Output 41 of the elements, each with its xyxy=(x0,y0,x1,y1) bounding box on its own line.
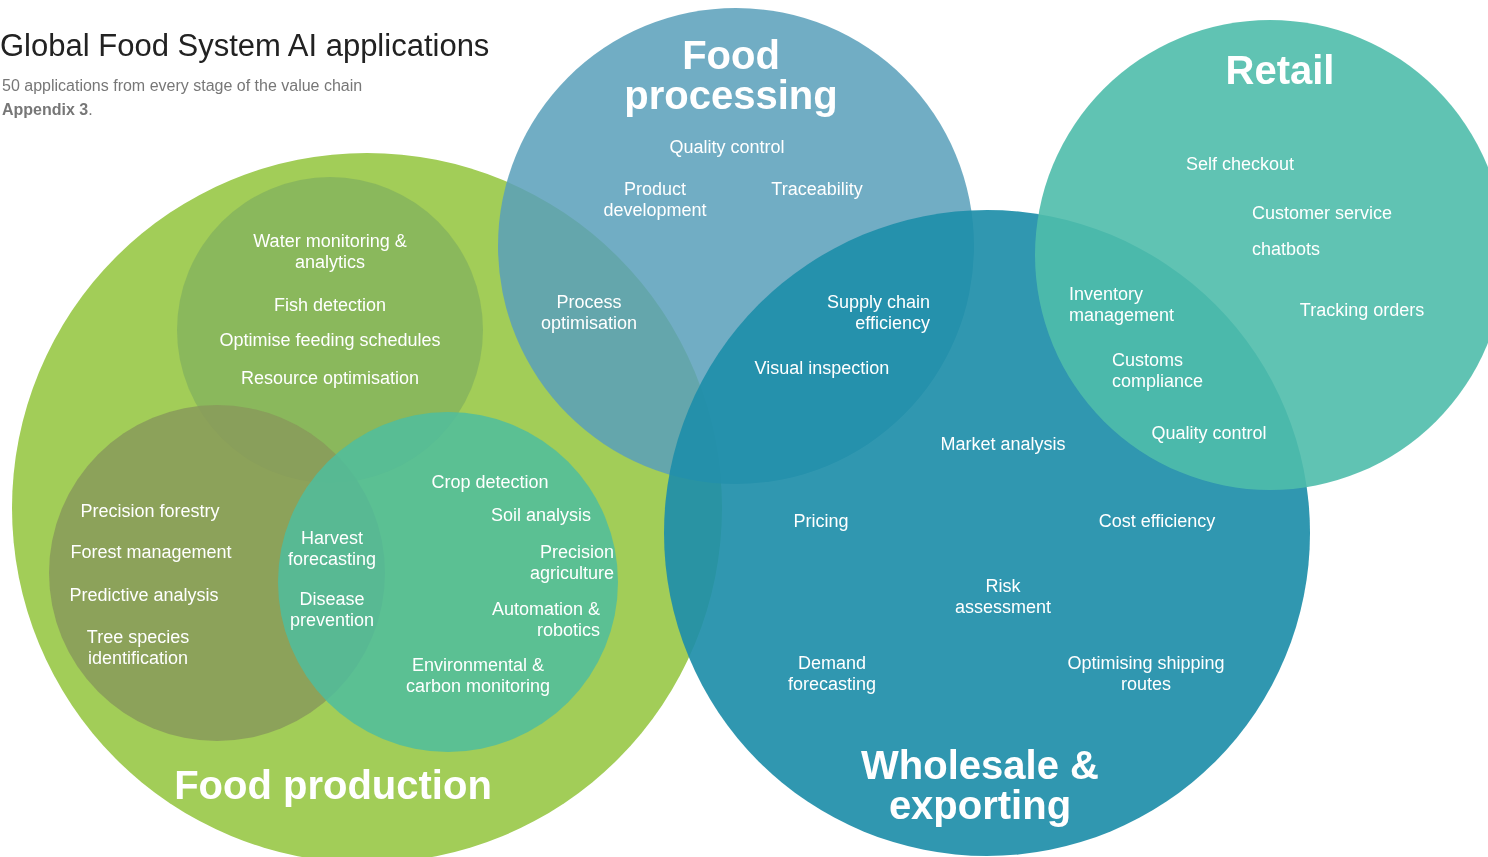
application-label: Tracking orders xyxy=(1298,299,1426,321)
application-label: Tree species identification xyxy=(85,627,191,669)
application-label: Customer service xyxy=(1252,202,1394,224)
diagram-title: Global Food System AI applications xyxy=(0,28,490,64)
application-label: Forest management xyxy=(69,541,233,563)
application-label: Quality control xyxy=(668,136,786,158)
caption-text: 50 applications from every stage of the value chain xyxy=(2,77,363,95)
circle-heading: Retail xyxy=(1224,50,1336,90)
application-label: Cost efficiency xyxy=(1097,510,1217,532)
application-label: Inventory management xyxy=(1069,284,1176,326)
application-label: Market analysis xyxy=(939,433,1067,455)
application-label: Visual inspection xyxy=(753,357,891,379)
application-label: chatbots xyxy=(1252,238,1322,260)
application-label: Traceability xyxy=(770,178,864,200)
application-label: Fish detection xyxy=(272,294,388,316)
application-label: Pricing xyxy=(792,510,850,532)
application-label: Resource optimisation xyxy=(239,367,421,389)
note-text: Appendix 3. xyxy=(2,101,93,119)
application-label: Customs compliance xyxy=(1112,350,1205,392)
application-label: Soil analysis xyxy=(489,504,592,526)
application-label: Precision agriculture xyxy=(528,542,614,584)
circle-heading: Food processing xyxy=(623,35,839,115)
application-label: Supply chain efficiency xyxy=(825,292,930,334)
application-label: Optimise feeding schedules xyxy=(218,329,442,351)
application-label: Predictive analysis xyxy=(68,584,220,606)
application-label: Risk assessment xyxy=(953,576,1052,618)
application-label: Environmental & carbon monitoring xyxy=(404,655,552,697)
application-label: Water monitoring & analytics xyxy=(252,231,408,273)
application-label: Optimising shipping routes xyxy=(1066,653,1226,695)
application-label: Disease prevention xyxy=(288,589,376,631)
application-label: Crop detection xyxy=(430,471,550,493)
application-label: Precision forestry xyxy=(79,500,221,522)
circle-heading: Wholesale & exporting xyxy=(860,745,1100,825)
application-label: Process optimisation xyxy=(539,292,638,334)
application-label: Quality control xyxy=(1150,422,1268,444)
application-label: Self checkout xyxy=(1184,153,1296,175)
application-label: Product development xyxy=(602,179,708,221)
application-label: Automation & robotics xyxy=(490,599,600,641)
application-label: Demand forecasting xyxy=(786,653,878,695)
application-label: Harvest forecasting xyxy=(286,528,378,570)
circle-heading: Food production xyxy=(173,765,493,805)
